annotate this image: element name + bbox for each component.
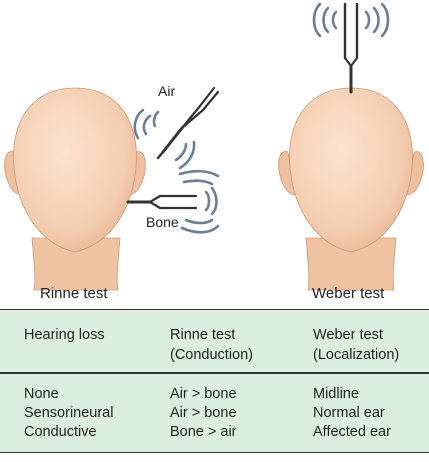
header-rinne-test: Rinne test xyxy=(170,327,236,343)
row-none-hearing-loss: None xyxy=(24,386,59,402)
row-sensorineural-rinne: Air > bone xyxy=(170,405,237,421)
header-rinne-subtitle: (Conduction) xyxy=(170,347,254,363)
row-none-weber: Midline xyxy=(313,386,359,402)
hearing-test-table xyxy=(0,309,429,453)
weber-head xyxy=(278,87,424,291)
header-weber-subtitle: (Localization) xyxy=(313,347,400,363)
air-label: Air xyxy=(158,83,176,99)
air-sound-waves-icon xyxy=(133,108,196,170)
air-tuning-fork-icon xyxy=(156,86,220,160)
row-conductive-hearing-loss: Conductive xyxy=(24,424,97,440)
row-conductive-weber: Affected ear xyxy=(313,424,391,440)
bone-sound-waves-icon xyxy=(178,169,220,234)
rinne-head xyxy=(4,87,146,291)
row-conductive-rinne: Bone > air xyxy=(170,424,237,440)
illustration xyxy=(4,2,424,291)
bone-label: Bone xyxy=(146,214,179,230)
rinne-test-caption: Rinne test xyxy=(40,285,108,302)
bone-tuning-fork-icon xyxy=(126,194,198,210)
table-header-divider xyxy=(0,372,429,374)
row-sensorineural-weber: Normal ear xyxy=(313,405,385,421)
row-none-rinne: Air > bone xyxy=(170,386,237,402)
weber-tuning-fork-icon xyxy=(343,2,359,94)
header-weber-test: Weber test xyxy=(313,327,383,343)
weber-test-caption: Weber test xyxy=(312,285,385,302)
weber-sound-waves-icon xyxy=(312,2,390,38)
row-sensorineural-hearing-loss: Sensorineural xyxy=(24,405,114,421)
header-hearing-loss: Hearing loss xyxy=(24,327,105,343)
